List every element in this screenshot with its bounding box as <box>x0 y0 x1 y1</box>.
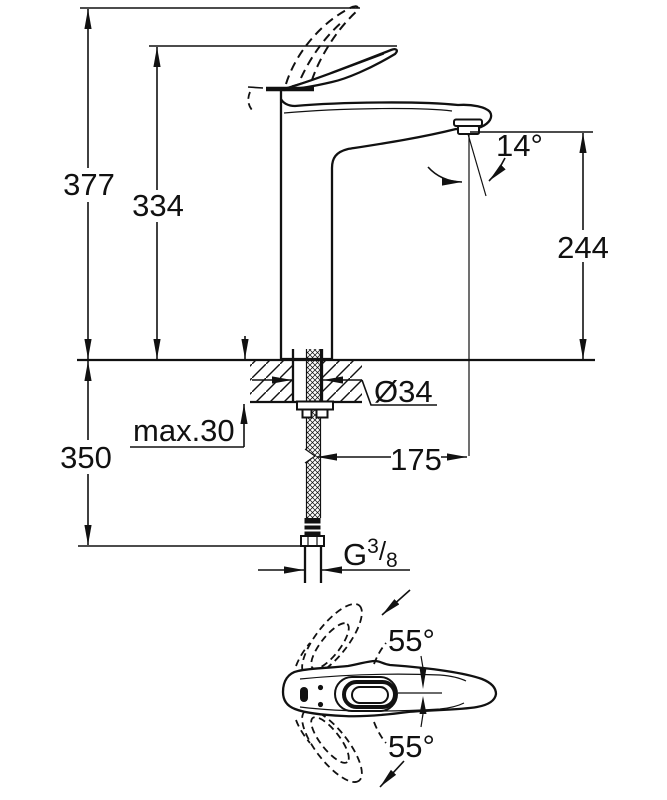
thread-denominator: 8 <box>386 549 398 572</box>
dim-projection: 175 <box>317 442 467 477</box>
thread-prefix: G <box>343 537 367 572</box>
dim-label-dia34: Ø34 <box>374 374 433 409</box>
spout-angle-construction <box>427 133 506 456</box>
handle-swing-lower-dashed <box>301 709 363 783</box>
supply-hose <box>296 349 334 583</box>
dim-label-14deg: 14° <box>496 128 543 163</box>
dim-label-175: 175 <box>390 442 442 477</box>
braided-hose <box>306 349 321 518</box>
raised-handle-dashed <box>247 5 359 111</box>
mounting-nut-right <box>315 408 329 419</box>
cartridge-rings <box>334 676 398 712</box>
dim-swing-lower: 55° <box>379 696 435 788</box>
dim-total-height: 377 <box>63 7 360 359</box>
dim-label-max30: max.30 <box>133 413 235 448</box>
body-spout <box>279 89 493 361</box>
thread-numerator: 3 <box>367 535 379 558</box>
dim-thread: G3/8 <box>258 535 410 574</box>
top-view: 55° 55° <box>281 589 498 788</box>
side-view: 377 334 244 14° Ø34 max.30 <box>60 5 609 583</box>
handle-lever <box>247 48 398 92</box>
dim-swing-upper: 55° <box>381 589 435 689</box>
dim-label-g38: G3/8 <box>343 535 398 572</box>
deck-section <box>77 349 595 404</box>
dim-label-377: 377 <box>63 167 115 202</box>
handle-dot-bottom <box>317 701 324 708</box>
thread-slash: / <box>379 536 387 566</box>
dim-spout-angle: 14° <box>496 128 543 163</box>
dim-label-55-upper: 55° <box>388 623 435 658</box>
dim-max-thickness: max.30 <box>130 336 249 448</box>
mounting-flange <box>296 400 334 411</box>
mounting-nut-left <box>301 408 313 419</box>
dim-outlet-height: 244 <box>470 131 609 359</box>
dim-label-55-lower: 55° <box>388 729 435 764</box>
dim-spout-tip-height: 334 <box>132 45 397 359</box>
dim-label-350: 350 <box>60 440 112 475</box>
hose-collar <box>304 518 321 536</box>
deck-hatch-right <box>322 361 362 402</box>
handle-dot-top <box>317 684 324 691</box>
hose-hex-nut <box>300 535 325 547</box>
deck-hatch-left <box>250 361 293 402</box>
dim-below-deck: 350 <box>60 361 307 547</box>
dim-label-244: 244 <box>557 230 609 265</box>
handle-marker-pill <box>300 687 308 702</box>
dim-label-334: 334 <box>132 188 184 223</box>
dim-hole-diameter: Ø34 <box>252 374 437 409</box>
angle-line-14deg <box>467 133 487 197</box>
